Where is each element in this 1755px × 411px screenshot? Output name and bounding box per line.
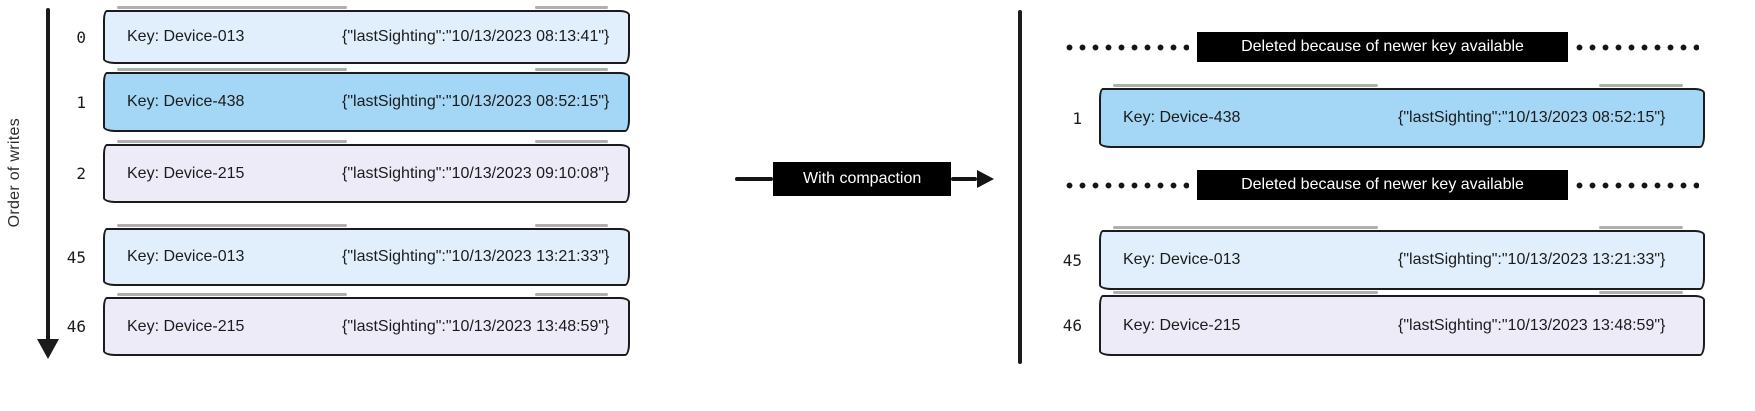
record-value-label: {"lastSighting":"10/13/2023 13:21:33"} bbox=[342, 248, 610, 265]
deleted-record-row: Deleted because of newer key available bbox=[1058, 32, 1707, 62]
record-value-label: {"lastSighting":"10/13/2023 08:52:15"} bbox=[342, 93, 610, 110]
log-record-row: 1 Key: Device-438 {"lastSighting":"10/13… bbox=[42, 68, 630, 132]
dotted-line bbox=[1066, 43, 1190, 51]
dotted-line bbox=[1575, 181, 1699, 189]
record-box: Key: Device-215 {"lastSighting":"10/13/2… bbox=[103, 293, 630, 356]
record-box: Key: Device-013 {"lastSighting":"10/13/2… bbox=[103, 6, 630, 64]
record-index-label: 46 bbox=[66, 317, 86, 336]
record-key-label: Key: Device-013 bbox=[1123, 251, 1241, 268]
arrow-down-icon bbox=[37, 339, 59, 359]
record-index-label: 1 bbox=[76, 92, 86, 112]
order-axis-line bbox=[46, 8, 50, 341]
record-box: Key: Device-215 {"lastSighting":"10/13/2… bbox=[103, 140, 630, 203]
compacted-log-axis-line bbox=[1018, 10, 1022, 364]
record-value-label: {"lastSighting":"10/13/2023 13:48:59"} bbox=[1398, 316, 1666, 334]
record-index-label: 46 bbox=[1062, 316, 1082, 335]
log-record-row: 45 Key: Device-013 {"lastSighting":"10/1… bbox=[1038, 226, 1705, 290]
record-value-label: {"lastSighting":"10/13/2023 08:52:15"} bbox=[1398, 109, 1666, 126]
record-index-label: 45 bbox=[1062, 250, 1082, 270]
record-value-label: {"lastSighting":"10/13/2023 13:21:33"} bbox=[1398, 251, 1666, 268]
deleted-record-row: Deleted because of newer key available bbox=[1058, 170, 1707, 200]
record-index-label: 1 bbox=[1072, 108, 1082, 128]
log-record-row: 1 Key: Device-438 {"lastSighting":"10/13… bbox=[1038, 84, 1705, 148]
dotted-line bbox=[1575, 43, 1699, 51]
record-value-label: {"lastSighting":"10/13/2023 08:13:41"} bbox=[342, 28, 610, 45]
log-record-row: 2 Key: Device-215 {"lastSighting":"10/13… bbox=[42, 140, 630, 203]
record-key-label: Key: Device-438 bbox=[127, 93, 245, 110]
connector-line bbox=[951, 177, 978, 181]
record-key-label: Key: Device-013 bbox=[127, 248, 245, 265]
connector-line bbox=[735, 177, 773, 181]
record-key-label: Key: Device-438 bbox=[1123, 109, 1241, 126]
order-of-writes-axis-label: Order of writes bbox=[6, 118, 23, 228]
record-value-label: {"lastSighting":"10/13/2023 09:10:08"} bbox=[342, 164, 610, 182]
log-record-row: 46 Key: Device-215 {"lastSighting":"10/1… bbox=[42, 293, 630, 356]
record-index-label: 45 bbox=[66, 247, 86, 267]
arrow-right-icon bbox=[977, 170, 995, 188]
record-key-label: Key: Device-215 bbox=[127, 317, 245, 335]
log-record-row: 0 Key: Device-013 {"lastSighting":"10/13… bbox=[42, 6, 630, 64]
compaction-connector: With compaction bbox=[735, 162, 995, 196]
with-compaction-label: With compaction bbox=[773, 162, 952, 196]
deleted-label: Deleted because of newer key available bbox=[1197, 32, 1568, 62]
record-key-label: Key: Device-215 bbox=[127, 164, 245, 182]
dotted-line bbox=[1066, 181, 1190, 189]
log-record-row: 46 Key: Device-215 {"lastSighting":"10/1… bbox=[1038, 291, 1705, 356]
record-key-label: Key: Device-215 bbox=[1123, 316, 1241, 334]
record-box: Key: Device-438 {"lastSighting":"10/13/2… bbox=[103, 68, 630, 132]
record-index-label: 2 bbox=[76, 164, 86, 183]
log-record-row: 45 Key: Device-013 {"lastSighting":"10/1… bbox=[42, 224, 630, 286]
record-box: Key: Device-215 {"lastSighting":"10/13/2… bbox=[1099, 291, 1705, 356]
record-index-label: 0 bbox=[76, 27, 86, 47]
record-value-label: {"lastSighting":"10/13/2023 13:48:59"} bbox=[342, 317, 610, 335]
deleted-label: Deleted because of newer key available bbox=[1197, 170, 1568, 200]
record-box: Key: Device-013 {"lastSighting":"10/13/2… bbox=[103, 224, 630, 286]
record-box: Key: Device-438 {"lastSighting":"10/13/2… bbox=[1099, 84, 1705, 148]
record-key-label: Key: Device-013 bbox=[127, 28, 245, 45]
record-box: Key: Device-013 {"lastSighting":"10/13/2… bbox=[1099, 226, 1705, 290]
